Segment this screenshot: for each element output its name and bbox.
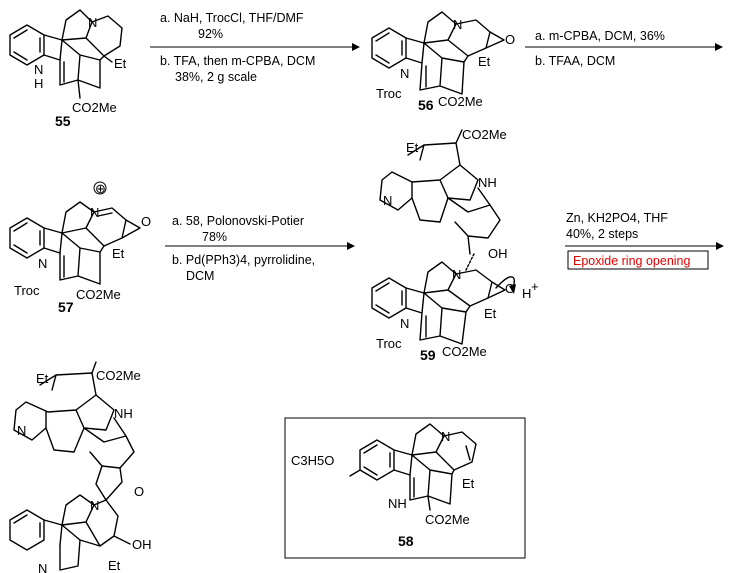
c56-troc-label: Troc xyxy=(376,86,402,101)
c59-proton-charge: + xyxy=(531,279,539,294)
product-n-top: N xyxy=(17,423,26,438)
c58-number: 58 xyxy=(398,533,414,549)
c56-et-label: Et xyxy=(478,54,491,69)
c55-number: 55 xyxy=(55,113,71,129)
arrow1-above-line1: a. NaH, TrocCl, THF/DMF xyxy=(160,11,304,25)
c55-h-label: H xyxy=(34,76,43,91)
c57-ester-label: CO2Me xyxy=(76,287,121,302)
arrow3-below-line2: DCM xyxy=(186,269,214,283)
reaction-arrow-1: a. NaH, TrocCl, THF/DMF 92% b. TFA, then… xyxy=(150,11,360,84)
product-furan-o: O xyxy=(134,484,144,499)
c59-n-top: N xyxy=(383,193,392,208)
c55-ester-label: CO2Me xyxy=(72,100,117,115)
compound-55: N Et N H CO2Me 55 xyxy=(9,9,127,129)
arrow1-above-line2: 92% xyxy=(198,27,223,41)
c55-nh-label: N xyxy=(34,62,43,77)
arrow3-above-line2: 78% xyxy=(202,230,227,244)
c59-ester-lower: CO2Me xyxy=(442,344,487,359)
c57-positive-charge: ⊕ xyxy=(95,181,106,196)
epoxide-note: Epoxide ring opening xyxy=(573,254,690,268)
c57-epoxide-o: O xyxy=(141,214,151,229)
reaction-arrow-4: Zn, KH2PO4, THF 40%, 2 steps Epoxide rin… xyxy=(565,211,724,270)
product-ester: CO2Me xyxy=(96,368,141,383)
c59-et-top: Et xyxy=(406,140,419,155)
product-n-mid: N xyxy=(90,498,99,513)
c59-number: 59 xyxy=(420,347,436,363)
c57-troc-label: Troc xyxy=(14,283,40,298)
arrow3-below-line1: b. Pd(PPh3)4, pyrrolidine, xyxy=(172,253,315,267)
arrow4-above-line1: Zn, KH2PO4, THF xyxy=(566,211,668,225)
c58-ether-label: C3H5O xyxy=(291,453,334,468)
c59-epoxide-o: O xyxy=(505,281,515,296)
c55-n-label: N xyxy=(88,15,97,30)
product-nh: NH xyxy=(114,406,133,421)
c59-nh-label: NH xyxy=(478,175,497,190)
product-n-indole: N xyxy=(38,561,47,573)
c58-n-label: N xyxy=(441,429,450,444)
c59-et-lower: Et xyxy=(484,306,497,321)
c56-number: 56 xyxy=(418,97,434,113)
c57-number: 57 xyxy=(58,299,74,315)
c55-et-label: Et xyxy=(114,56,127,71)
c58-nh-label: NH xyxy=(388,496,407,511)
c56-epoxide-o: O xyxy=(505,32,515,47)
epoxide-note-box xyxy=(567,250,709,270)
c57-n-iminium: N xyxy=(90,205,99,220)
compound-59: Et CO2Me NH N OH N O H + Et N Troc CO2Me… xyxy=(371,127,539,363)
c56-n-label: N xyxy=(453,17,462,32)
arrow2-below-line1: b. TFAA, DCM xyxy=(535,54,615,68)
product-et-top: Et xyxy=(36,371,49,386)
c59-n-indole: N xyxy=(400,316,409,331)
compound-57: ⊕ N O Et N Troc CO2Me 57 xyxy=(9,181,151,315)
c59-ester-top: CO2Me xyxy=(462,127,507,142)
product-et-lower: Et xyxy=(108,558,121,573)
c59-oh-label: OH xyxy=(488,246,508,261)
c58-ester-label: CO2Me xyxy=(425,512,470,527)
compound-58-box: C3H5O N Et NH CO2Me 58 xyxy=(284,417,526,559)
product-compound: Et CO2Me NH N O N OH N Et xyxy=(9,361,152,573)
reaction-arrow-3: a. 58, Polonovski-Potier 78% b. Pd(PPh3)… xyxy=(165,214,355,283)
arrow4-above-line2: 40%, 2 steps xyxy=(566,227,638,241)
c59-proton-h: H xyxy=(522,286,531,301)
compound-56: N O Et N Troc CO2Me 56 xyxy=(371,11,515,113)
c56-n-indole: N xyxy=(400,66,409,81)
arrow2-above-line1: a. m-CPBA, DCM, 36% xyxy=(535,29,665,43)
c59-troc-label: Troc xyxy=(376,336,402,351)
c57-et-label: Et xyxy=(112,246,125,261)
c58-et-label: Et xyxy=(462,476,475,491)
c56-ester-label: CO2Me xyxy=(438,94,483,109)
arrow3-above-line1: a. 58, Polonovski-Potier xyxy=(172,214,304,228)
arrow1-below-line1: b. TFA, then m-CPBA, DCM xyxy=(160,54,315,68)
c57-n-indole: N xyxy=(38,256,47,271)
product-oh: OH xyxy=(132,537,152,552)
arrow1-below-line2: 38%, 2 g scale xyxy=(175,70,257,84)
c59-n-lower: N xyxy=(452,267,461,282)
reaction-arrow-2: a. m-CPBA, DCM, 36% b. TFAA, DCM xyxy=(525,29,723,68)
